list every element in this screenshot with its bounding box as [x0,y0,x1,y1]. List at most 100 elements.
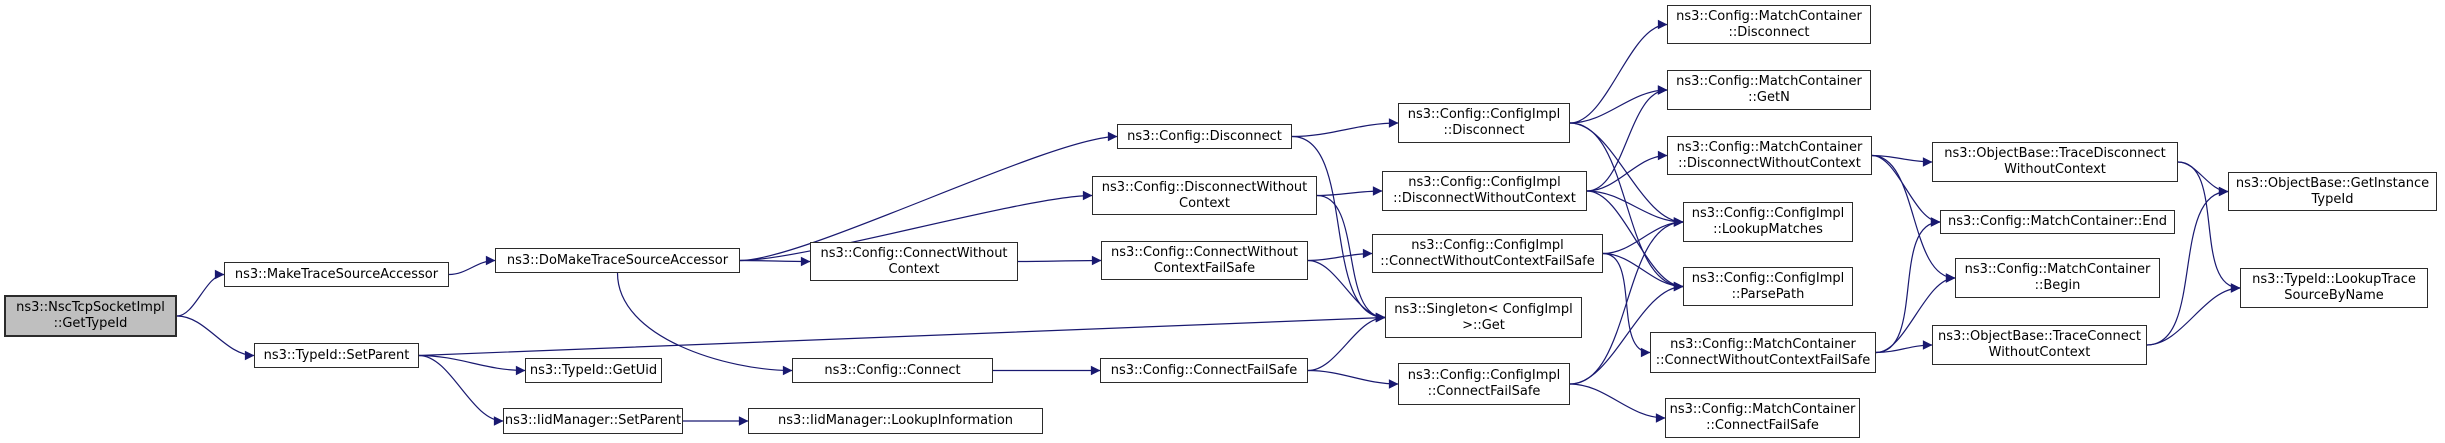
node-label-line: ::DisconnectWithoutContext [1678,155,1861,171]
node-label-line: ::GetTypeId [53,316,128,331]
node-label-line: ns3::Config::ConnectFailSafe [1110,362,1298,378]
node-label-line: ns3::Config::ConfigImpl [1411,237,1564,253]
node-label-line: TypeId [2311,191,2354,207]
graph-node-configimpl-connectwithoutcontextfailsafe[interactable]: ns3::Config::ConfigImpl::ConnectWithoutC… [1372,234,1603,273]
call-edge-config-connectfailsafe--configimpl-connectfailsafe [1307,369,1399,389]
node-label-line: ns3::Config::ConnectWithout [1110,244,1299,260]
graph-node-configimpl-disconnect[interactable]: ns3::Config::ConfigImpl::Disconnect [1398,103,1570,143]
graph-node-config-connectfailsafe[interactable]: ns3::Config::ConnectFailSafe [1100,358,1308,383]
node-label-line: ::GetN [1748,90,1790,105]
node-label-line: ns3::MakeTraceSourceAccessor [234,266,439,282]
node-label-line: ns3::ObjectBase::TraceDisconnect [1944,146,2166,161]
node-label-line: ns3::NscTcpSocketImpl [16,300,165,315]
graph-node-config-disconnect[interactable]: ns3::Config::Disconnect [1117,124,1292,149]
graph-node-matchcontainer-getn[interactable]: ns3::Config::MatchContainer::GetN [1667,70,1871,110]
graph-node-matchcontainer-connectwithoutcontextfailsafe[interactable]: ns3::Config::MatchContainer::ConnectWith… [1650,332,1876,373]
call-edge-objectbase-traceconnectwithoutcontext--typeid-lookuptracesourcebyname [2146,283,2241,346]
call-edge-objectbase-traceconnectwithoutcontext--objectbase-getinstancetypeid [2146,186,2229,346]
node-label-line: ns3::TypeId::SetParent [263,347,410,363]
call-edge-configimpl-disconnect--matchcontainer-disconnect [1569,19,1668,124]
graph-node-typeid-setparent[interactable]: ns3::TypeId::SetParent [254,343,419,368]
node-label-line: ns3::Config::MatchContainer [1676,8,1862,24]
node-label-line: ::ConnectWithoutContextFailSafe [1655,352,1871,368]
call-edge-configimpl-disconnectwithoutcontext--matchcontainer-disconnectwithoutcontext [1586,150,1668,192]
node-label-line: ns3::Config::Disconnect [1127,128,1282,144]
call-edge-config-disconnect--configimpl-disconnect [1291,118,1399,138]
graph-node-config-connect[interactable]: ns3::Config::Connect [792,358,993,383]
call-edge-configimpl-disconnectwithoutcontext--matchcontainer-getn [1586,85,1668,192]
node-label-line: ns3::Config::MatchContainer [1669,402,1856,417]
node-label-line: ::LookupMatches [1713,222,1823,237]
graph-node-configimpl-lookupmatches[interactable]: ns3::Config::ConfigImpl::LookupMatches [1683,202,1853,242]
call-edge-matchcontainer-connectwithoutcontextfailsafe--matchcontainer-begin [1875,273,1956,354]
node-label-line: ns3::Singleton< ConfigImpl [1394,301,1573,317]
graph-node-nsctcp-gettypeid: ns3::NscTcpSocketImpl::GetTypeId [4,295,177,337]
graph-node-matchcontainer-disconnectwithoutcontext[interactable]: ns3::Config::MatchContainer::DisconnectW… [1667,136,1872,175]
graph-node-matchcontainer-disconnect[interactable]: ns3::Config::MatchContainer::Disconnect [1667,5,1871,44]
node-label-line: ns3::DoMakeTraceSourceAccessor [506,252,729,268]
call-edge-config-disconnectwithoutcontext--singleton-configimpl-get [1316,194,1386,323]
call-edge-maketracesourceaccessor--domaketracesourceaccessor [448,255,496,276]
node-label-line: SourceByName [2284,288,2384,303]
graph-node-maketracesourceaccessor[interactable]: ns3::MakeTraceSourceAccessor [224,262,449,287]
call-edge-configimpl-disconnect--configimpl-parsepath [1569,122,1684,292]
graph-node-typeid-getuid[interactable]: ns3::TypeId::GetUid [525,358,662,383]
node-label-line: ns3::Config::MatchContainer [1964,262,2151,277]
call-edge-objectbase-tracedisconnectwithoutcontext--typeid-lookuptracesourcebyname [2177,161,2241,293]
graph-node-iidmanager-lookupinformation[interactable]: ns3::IidManager::LookupInformation [748,408,1043,434]
node-label-line: ::ConnectWithoutContextFailSafe [1380,253,1595,269]
graph-node-matchcontainer-begin[interactable]: ns3::Config::MatchContainer::Begin [1955,258,2160,298]
node-label-line: ns3::Config::Connect [824,362,961,378]
node-label-line: ns3::IidManager::LookupInformation [777,413,1014,428]
call-edge-typeid-setparent--iidmanager-setparent [418,354,504,426]
call-edge-config-connectwithoutcontextfailsafe--configimpl-connectwithoutcontextfailsafe [1307,248,1373,262]
graph-node-configimpl-connectfailsafe[interactable]: ns3::Config::ConfigImpl::ConnectFailSafe [1398,363,1570,405]
node-label-line: ns3::Config::MatchContainer::End [1948,214,2167,229]
graph-node-domaketracesourceaccessor[interactable]: ns3::DoMakeTraceSourceAccessor [495,248,740,273]
call-edge-typeid-setparent--typeid-getuid [418,354,526,376]
graph-node-singleton-configimpl-get[interactable]: ns3::Singleton< ConfigImpl>::Get [1385,297,1582,338]
call-edge-configimpl-connectfailsafe--configimpl-parsepath [1569,281,1684,385]
graph-node-matchcontainer-connectfailsafe[interactable]: ns3::Config::MatchContainer::ConnectFail… [1665,398,1860,438]
node-label-line: ::Disconnect [1443,123,1525,138]
node-label-line: ::ParsePath [1731,286,1805,302]
call-edge-domaketracesourceaccessor--config-disconnectwithoutcontext [739,190,1093,262]
call-edge-nsctcp-gettypeid--maketracesourceaccessor [176,269,225,317]
node-label-line: ::Disconnect [1728,24,1810,40]
call-edge-configimpl-connectfailsafe--matchcontainer-connectfailsafe [1569,383,1666,423]
node-label-line: Context [1179,195,1230,211]
node-label-line: ::ConnectFailSafe [1427,384,1541,399]
node-label-line: ns3::Config::ConfigImpl [1408,175,1561,190]
call-edge-configimpl-disconnectwithoutcontext--configimpl-parsepath [1586,190,1684,292]
node-label-line: ns3::Config::ConnectWithout [820,245,1008,261]
node-label-line: ::ConnectFailSafe [1706,418,1819,433]
graph-node-iidmanager-setparent[interactable]: ns3::IidManager::SetParent [503,408,683,434]
node-label-line: ns3::TypeId::GetUid [529,362,658,378]
node-label-line: WithoutContext [1988,345,2091,360]
node-label-line: ::Begin [2034,278,2081,293]
node-label-line: ns3::Config::MatchContainer [1670,336,1856,352]
node-label-line: ContextFailSafe [1153,260,1256,276]
node-label-line: ns3::Config::DisconnectWithout [1101,179,1308,195]
call-edge-config-connectfailsafe--singleton-configimpl-get [1307,312,1386,372]
node-label-line: Context [888,261,940,277]
graph-node-configimpl-disconnectwithoutcontext[interactable]: ns3::Config::ConfigImpl::DisconnectWitho… [1382,171,1587,211]
node-label-line: ns3::Config::ConfigImpl [1691,270,1845,286]
node-label-line: ns3::TypeId::LookupTrace [2252,272,2416,287]
node-label-line: ns3::ObjectBase::GetInstance [2235,175,2430,191]
graph-node-configimpl-parsepath[interactable]: ns3::Config::ConfigImpl::ParsePath [1683,267,1853,306]
node-label-line: >::Get [1462,317,1505,333]
node-label-line: ns3::Config::ConfigImpl [1407,107,1561,122]
graph-node-matchcontainer-end[interactable]: ns3::Config::MatchContainer::End [1940,210,2175,234]
call-edge-configimpl-disconnect--matchcontainer-getn [1569,85,1668,124]
